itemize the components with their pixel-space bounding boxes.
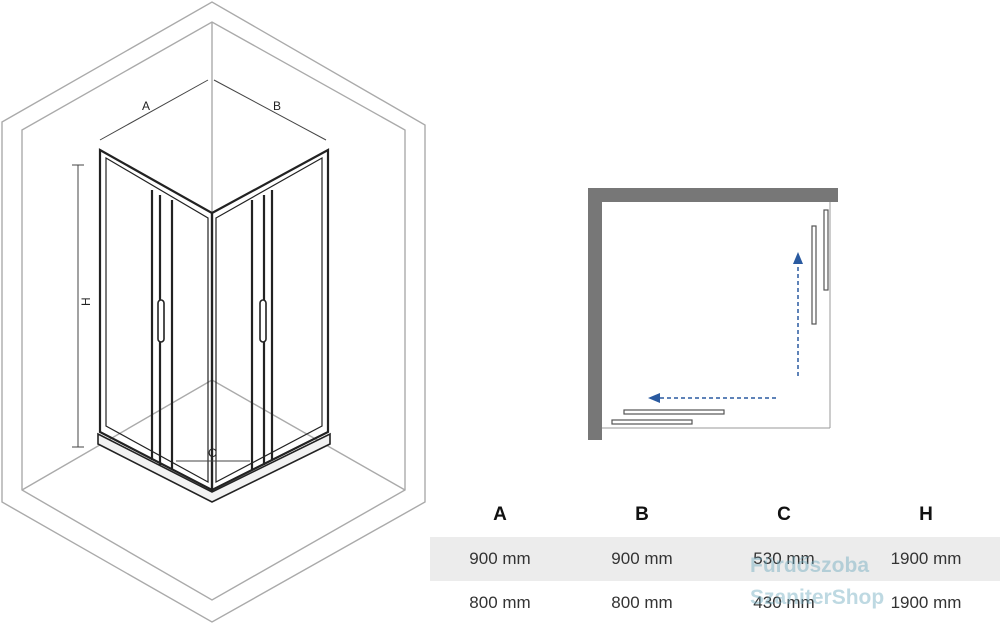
- shower-tray: [97, 432, 331, 503]
- column-header-b: B: [635, 504, 649, 525]
- watermark-line-1: Fürdőszoba: [750, 554, 869, 577]
- enclosure-frame: [98, 148, 330, 492]
- table-row: 900 mm 900 mm 530 mm 1900 mm: [430, 537, 1000, 581]
- dimension-label-b: B: [273, 99, 281, 113]
- enclosure-outline: [602, 202, 831, 429]
- left-door-handle: [157, 299, 165, 343]
- right-door-handle: [259, 299, 267, 343]
- table-cell: 430 mm: [753, 593, 815, 612]
- column-header-c: C: [777, 504, 791, 525]
- wall-left: [588, 188, 602, 440]
- plan-view-drawing: [588, 188, 838, 440]
- dimension-lines: [72, 79, 327, 462]
- opening-arrows: [648, 252, 803, 403]
- table-row: 800 mm 800 mm 430 mm 1900 mm: [430, 581, 1000, 625]
- dimension-label-c: C: [208, 446, 217, 460]
- dimension-label-h: H: [79, 297, 93, 306]
- table-cell: 1900 mm: [890, 593, 962, 612]
- table-cell: 900 mm: [611, 549, 673, 568]
- wall-top: [588, 188, 838, 202]
- room-outline: [1, 1, 426, 623]
- column-header-a: A: [493, 504, 507, 525]
- table-cell: 1900 mm: [890, 549, 962, 568]
- table-cell: 900 mm: [469, 549, 531, 568]
- table-cell: 800 mm: [611, 593, 673, 612]
- table-cell: 800 mm: [469, 593, 531, 612]
- dimension-label-a: A: [142, 99, 150, 113]
- sliding-panels: [611, 209, 829, 425]
- dimensions-table: A B C H 900 mm 900 mm 530 mm 1900 mm 800…: [430, 500, 1000, 625]
- isometric-enclosure-drawing: A B H C: [1, 1, 426, 623]
- watermark-line-2: SzaniterShop: [750, 586, 885, 609]
- column-header-h: H: [919, 504, 933, 525]
- table-cell: 530 mm: [753, 549, 815, 568]
